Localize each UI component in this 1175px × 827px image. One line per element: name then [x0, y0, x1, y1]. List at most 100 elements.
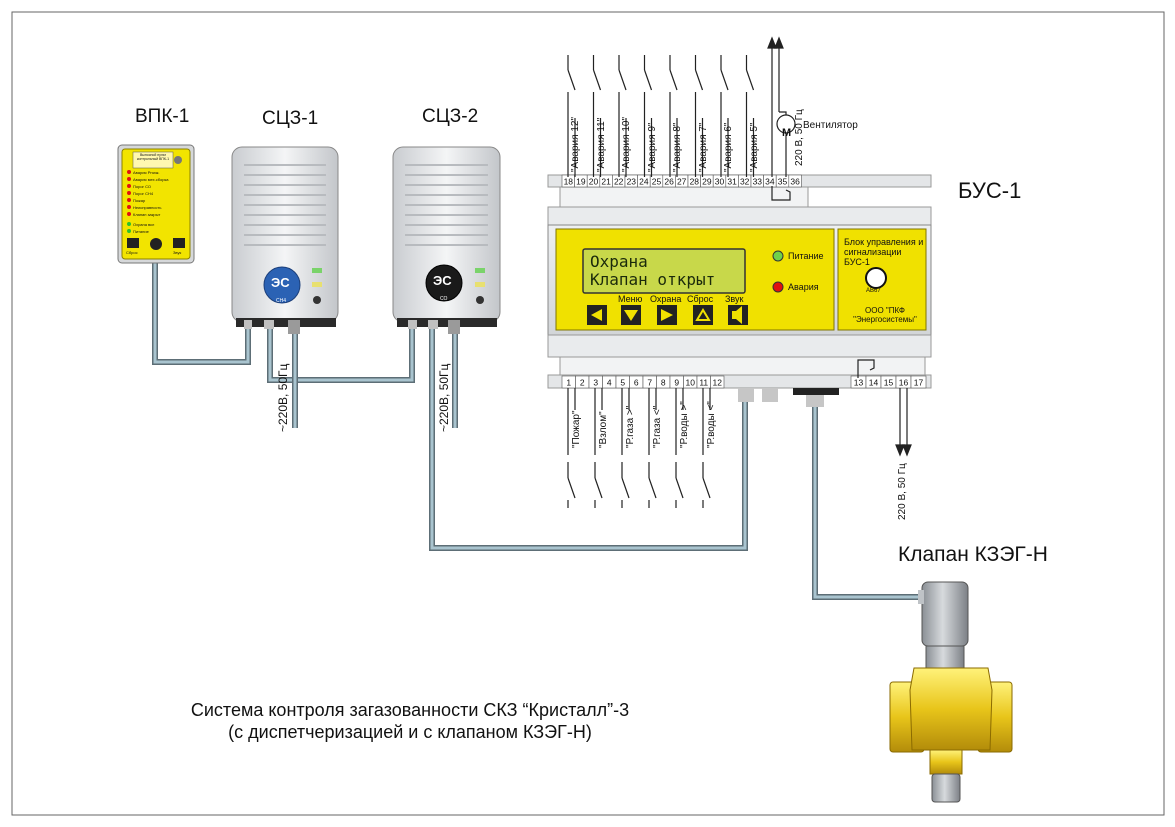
input-label: "Взлом"	[598, 411, 609, 448]
label-power-top: 220 В, 50 Гц	[794, 109, 805, 166]
input-label: "Р.газа >"	[625, 405, 636, 448]
terminal-number: 22	[614, 177, 624, 187]
label-power-scz1: ~220В, 50Гц	[276, 363, 290, 432]
terminal-number: 36	[790, 177, 800, 187]
input-label: "Р.газа <"	[652, 405, 663, 448]
vpk-title: Выносной пульт контрольный ВПК-1	[136, 153, 170, 161]
terminal-number: 14	[869, 378, 879, 388]
label-fan: Вентилятор	[803, 120, 858, 131]
bus-lcd	[582, 248, 746, 294]
lcd-line-2: Клапан открыт	[590, 270, 716, 289]
switches-top	[567, 55, 755, 177]
bus-info-text: Блок управления и сигнализации БУС-1	[844, 237, 928, 267]
terminal-number: 1	[566, 378, 571, 388]
cert-code: АВ67	[866, 288, 881, 294]
scz-1-logo	[263, 266, 301, 304]
terminal-number: 13	[854, 378, 864, 388]
led-alarm-label: Авария	[788, 282, 819, 292]
terminal-number: 17	[914, 378, 924, 388]
input-label: "Авария 5"	[748, 122, 760, 172]
btn-reset-label: Сброс	[687, 294, 714, 304]
vpk-1-device	[117, 144, 195, 264]
cert-mark	[865, 267, 887, 289]
label-power-bottom: 220 В, 50 Гц	[897, 463, 908, 520]
vpk-row-label: Порог СО	[133, 184, 152, 189]
vpk-row-label: Неисправность	[133, 205, 162, 210]
input-label: "Авария 8"	[672, 122, 683, 172]
caption-line-1: Система контроля загазованности СКЗ “Кри…	[190, 700, 630, 720]
terminal-number: 30	[715, 177, 725, 187]
terminal-number: 5	[620, 378, 625, 388]
led-alarm	[772, 281, 784, 293]
scz-2-device	[392, 146, 501, 334]
btn-guard-label: Охрана	[650, 294, 682, 304]
lcd-line-1: Охрана	[590, 252, 648, 271]
terminal-number: 25	[652, 177, 662, 187]
label-valve: Клапан КЗЭГ-Н	[898, 543, 1048, 566]
caption-line-2: (с диспетчеризацией и с клапаном КЗЭГ-Н)	[228, 722, 592, 742]
terminal-number: 7	[647, 378, 652, 388]
terminal-number: 18	[564, 177, 574, 187]
scz-1-device	[231, 146, 339, 334]
caption: Система контроля загазованности СКЗ “Кри…	[120, 699, 700, 743]
btn-menu-label: Меню	[618, 294, 643, 304]
terminal-number: 9	[674, 378, 679, 388]
motor-label: M	[782, 127, 792, 139]
scz-2-logo	[425, 264, 463, 302]
vpk-row-label: Авария мех.сборка	[133, 177, 169, 182]
vpk-row-label: Пожар	[133, 198, 146, 203]
input-label: "Пожар"	[571, 410, 582, 448]
scz-2-logo-text: ЭС	[433, 273, 452, 288]
scz-1-gas: СН4	[276, 298, 287, 304]
bus-info-line-2: сигнализации	[844, 247, 902, 257]
bottom-power-wiring	[857, 359, 912, 457]
label-scz1: СЦЗ-1	[262, 108, 319, 129]
fan-wiring	[767, 36, 796, 201]
switches-bottom	[567, 388, 711, 508]
bus-maker-line-1: ООО "ПКФ	[865, 306, 905, 315]
terminal-number: 8	[661, 378, 666, 388]
terminal-number: 11	[699, 378, 708, 388]
label-vpk: ВПК-1	[135, 106, 190, 127]
input-label: "Авария 10"	[621, 117, 632, 172]
terminal-number: 23	[627, 177, 637, 187]
bus-1-device	[547, 174, 932, 407]
btn-sound-label: Звук	[725, 294, 744, 304]
label-bus: БУС-1	[958, 178, 1022, 203]
terminal-number: 31	[727, 177, 737, 187]
terminal-number: 33	[753, 177, 763, 187]
vpk-sound-label: Звук	[173, 250, 182, 255]
terminal-number: 24	[639, 177, 649, 187]
vpk-row-label: Порог СН4	[133, 191, 154, 196]
terminal-number: 12	[713, 378, 723, 388]
led-power	[772, 250, 784, 262]
terminal-number: 20	[589, 177, 599, 187]
label-power-scz2: ~220В, 50Гц	[437, 363, 451, 432]
terminal-number: 32	[740, 177, 750, 187]
terminal-number: 21	[601, 177, 611, 187]
vpk-sound-button	[173, 238, 185, 248]
terminal-number: 34	[765, 177, 775, 187]
vpk-reset-label: Сброс	[126, 250, 138, 255]
scz-1-logo-text: ЭС	[271, 275, 290, 290]
scz-2-gas: СО	[440, 296, 448, 302]
page-border	[11, 11, 1165, 816]
bus-maker: ООО "ПКФ "Энергосистемы"	[845, 306, 925, 324]
label-scz2: СЦЗ-2	[422, 106, 479, 127]
input-label: "Авария 7"	[697, 122, 709, 172]
terminal-number: 2	[580, 378, 585, 388]
terminal-number: 28	[690, 177, 700, 187]
terminal-number: 27	[677, 177, 687, 187]
bus-info-line-1: Блок управления и	[844, 237, 924, 247]
terminal-number: 4	[607, 378, 612, 388]
input-label: "Авария 12"	[570, 117, 581, 172]
vpk-row-label: Клапан закрыт	[133, 212, 161, 217]
terminal-number: 35	[778, 177, 788, 187]
vpk-row-label: Охрана вкл	[133, 222, 155, 227]
